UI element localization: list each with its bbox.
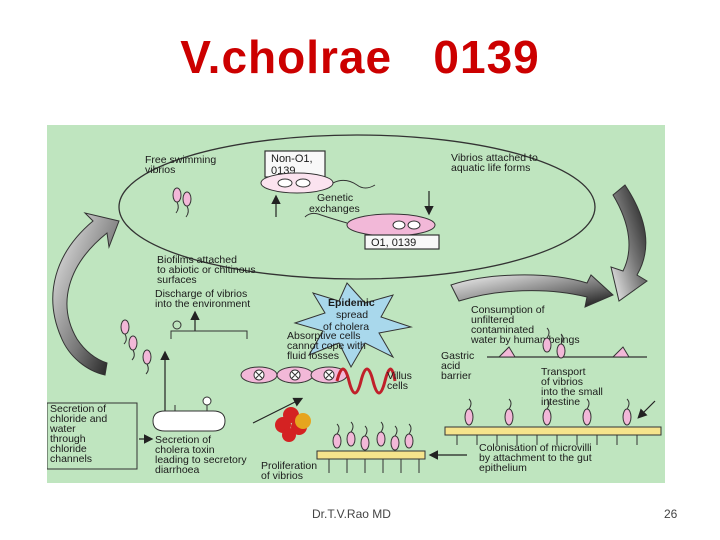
toxin-cell [152, 410, 226, 432]
right-cycle-arrow [610, 184, 648, 302]
attached-label-1: Vibrios attached to [451, 152, 538, 164]
free-swimming-label-1: Free swimming [145, 154, 216, 166]
absorptive-label-2: cannot cope with [287, 340, 366, 352]
biofilms-label-2: to abiotic or chitinous [157, 264, 256, 276]
chloride-secretion-box [47, 402, 138, 470]
gastric-label-2: acid [441, 360, 460, 372]
transport-arrow [637, 400, 656, 419]
o1-plasmid-1 [392, 220, 406, 230]
toxin-label-4: diarrhoea [155, 464, 200, 476]
chloride-label-3: water [49, 423, 76, 435]
consumption-label-1: Consumption of [471, 304, 545, 316]
non-o1-plasmid-1 [277, 178, 293, 188]
proliferation-label-1: Proliferation [261, 460, 317, 472]
proliferation-microvilli [316, 421, 426, 473]
biofilms-label-1: Biofilms attached [157, 254, 237, 266]
discharge-label-1: Discharge of vibrios [155, 288, 247, 300]
transport-label-3: into the small [541, 386, 603, 398]
villus-squiggle [335, 367, 397, 395]
absorptive-label-3: fluid losses [287, 350, 339, 362]
toxin-label-1: Secretion of [155, 434, 211, 446]
genetic-label-2: exchanges [309, 203, 360, 215]
colonisation-label-2: by attachment to the gut [479, 452, 592, 464]
toxin-receptors [174, 405, 208, 411]
gastric-vibrio-icons [542, 327, 566, 359]
slide-page-number: 26 [664, 507, 678, 521]
villus-label-1: Villus [387, 370, 412, 382]
consumption-label-2: unfiltered [471, 314, 514, 326]
absorptive-label-1: Absorptive cells [287, 330, 361, 342]
epidemic-label-1: Epidemic [328, 297, 375, 309]
chloride-label-6: channels [50, 453, 92, 465]
environment-cycle-ellipse [118, 134, 596, 280]
colonisation-microvilli [444, 398, 662, 445]
cholera-toxin-icon [275, 407, 311, 442]
chloride-label-5: chloride [50, 443, 87, 455]
transport-label-1: Transport [541, 366, 586, 378]
gastric-label-3: barrier [441, 370, 472, 382]
epidemic-label-2: spread [336, 309, 368, 321]
o1-flagellum [304, 212, 348, 224]
epidemic-label-3: of cholera [323, 321, 369, 333]
toxin-receptor-top [202, 396, 212, 406]
non-o1-plasmid-2 [295, 178, 311, 188]
proliferation-label-2: of vibrios [261, 470, 303, 482]
transport-label-4: intestine [541, 396, 580, 408]
non-o1-flagellum [332, 179, 376, 189]
genetic-label-1: Genetic [317, 192, 353, 204]
free-swimming-label-2: vibrios [145, 164, 175, 176]
chloride-label-2: chloride and [50, 413, 107, 425]
released-vibrio-icons [120, 319, 152, 375]
discharge-label-2: into the environment [155, 298, 250, 310]
slide-title: V.cholrae 0139 [180, 31, 540, 83]
slide-author: Dr.T.V.Rao MD [312, 507, 391, 521]
non-o1-label-1: Non-O1, [271, 153, 313, 165]
cholera-life-cycle-diagram: Non-O1, 0139 Genetic exchanges O1, 0139 … [47, 125, 665, 483]
o1-label: O1, 0139 [371, 237, 416, 249]
epidemic-star [293, 282, 413, 369]
consumption-arrow [450, 274, 614, 308]
left-cycle-arrow [52, 212, 120, 376]
receptor-bracket [170, 330, 248, 339]
proliferation-to-toxin-arrow [252, 397, 304, 424]
o1-cell [346, 213, 436, 237]
absorptive-cells-row [240, 366, 348, 384]
receptor-knob [172, 320, 182, 330]
gastric-label-1: Gastric [441, 350, 474, 362]
attached-label-2: aquatic life forms [451, 162, 530, 174]
consumption-label-4: water by human beings [470, 334, 580, 346]
biofilms-label-3: surfaces [157, 274, 197, 286]
toxin-label-2: cholera toxin [155, 444, 215, 456]
o1-box [364, 234, 440, 250]
free-swimming-vibrio-icons [172, 187, 192, 218]
transport-label-2: of vibrios [541, 376, 583, 388]
o1-plasmid-2 [407, 220, 421, 230]
chloride-label-4: through [50, 433, 86, 445]
gastric-barrier-left-triangle [497, 346, 516, 358]
consumption-label-3: contaminated [471, 324, 534, 336]
toxin-label-3: leading to secretory [155, 454, 247, 466]
gastric-barrier-right-triangle [611, 346, 630, 358]
villus-label-2: cells [387, 380, 408, 392]
chloride-label-1: Secretion of [50, 403, 106, 415]
colonisation-label-1: Colonisation of microvilli [479, 442, 592, 454]
colonisation-label-3: epithelium [479, 462, 527, 474]
